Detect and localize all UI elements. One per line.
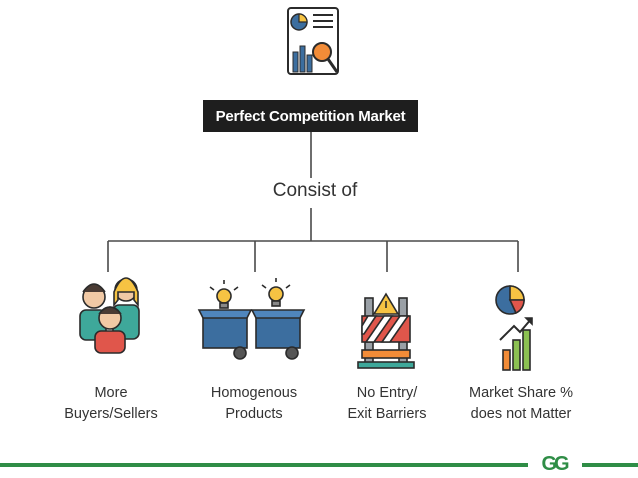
child-label-line: Buyers/Sellers (64, 406, 158, 422)
child-label-line: Market Share % (469, 385, 573, 401)
child-label-line: Exit Barriers (347, 406, 427, 422)
market-analysis-icon (287, 7, 339, 75)
brand-logo: GG (531, 453, 577, 475)
barrier-icon (357, 292, 415, 369)
child-label-line: Products (225, 406, 283, 422)
child-label-entry-exit-barriers: No Entry/ Exit Barriers (322, 383, 452, 425)
child-label-line: Homogenous (210, 385, 298, 401)
root-title-text: Perfect Competition Market (215, 107, 406, 125)
footer-rule (0, 463, 638, 467)
brand-logo-text: GG (541, 452, 569, 475)
child-label-homogenous-products: Homogenous Products (189, 383, 319, 425)
child-label-market-share: Market Share % does not Matter (456, 383, 586, 425)
child-label-line: does not Matter (470, 406, 572, 422)
connector-label: Consist of (250, 180, 380, 202)
child-label-line: No Entry/ (356, 385, 418, 401)
pie-bar-chart-icon (495, 285, 533, 371)
child-label-line: More (94, 385, 128, 401)
root-node-title: Perfect Competition Market (203, 100, 418, 132)
people-group-icon (79, 277, 140, 354)
connector-lines (107, 132, 519, 272)
product-boxes-icon (197, 278, 306, 360)
child-label-buyers-sellers: More Buyers/Sellers (46, 383, 176, 425)
